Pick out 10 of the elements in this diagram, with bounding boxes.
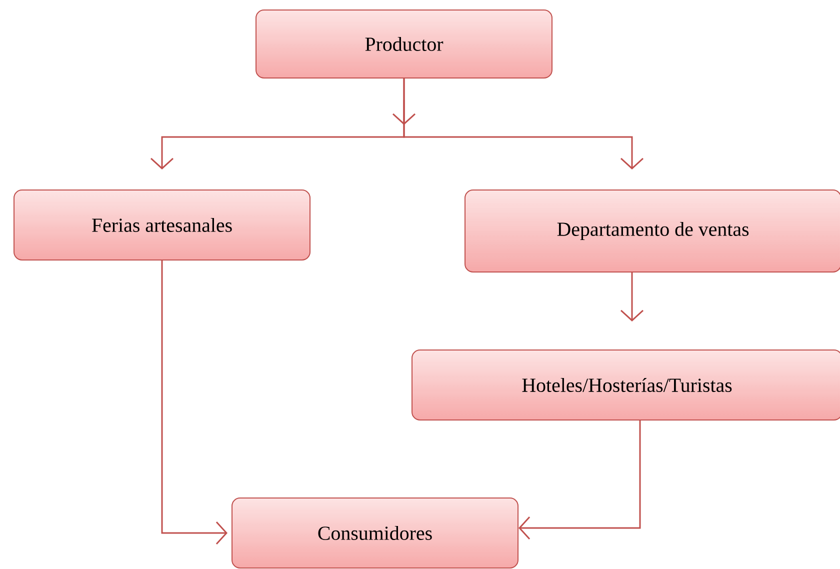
arrow xyxy=(161,260,228,544)
arrow xyxy=(403,78,644,170)
process-box: Hoteles/Hosterías/Turistas xyxy=(412,350,840,420)
arrow xyxy=(620,272,644,322)
arrow xyxy=(392,100,416,125)
process-box: Productor xyxy=(256,10,552,78)
process-box: Ferias artesanales xyxy=(14,190,310,260)
arrow xyxy=(518,420,641,540)
process-box: Departamento de ventas xyxy=(464,190,840,272)
process-box: Consumidores xyxy=(232,498,518,568)
